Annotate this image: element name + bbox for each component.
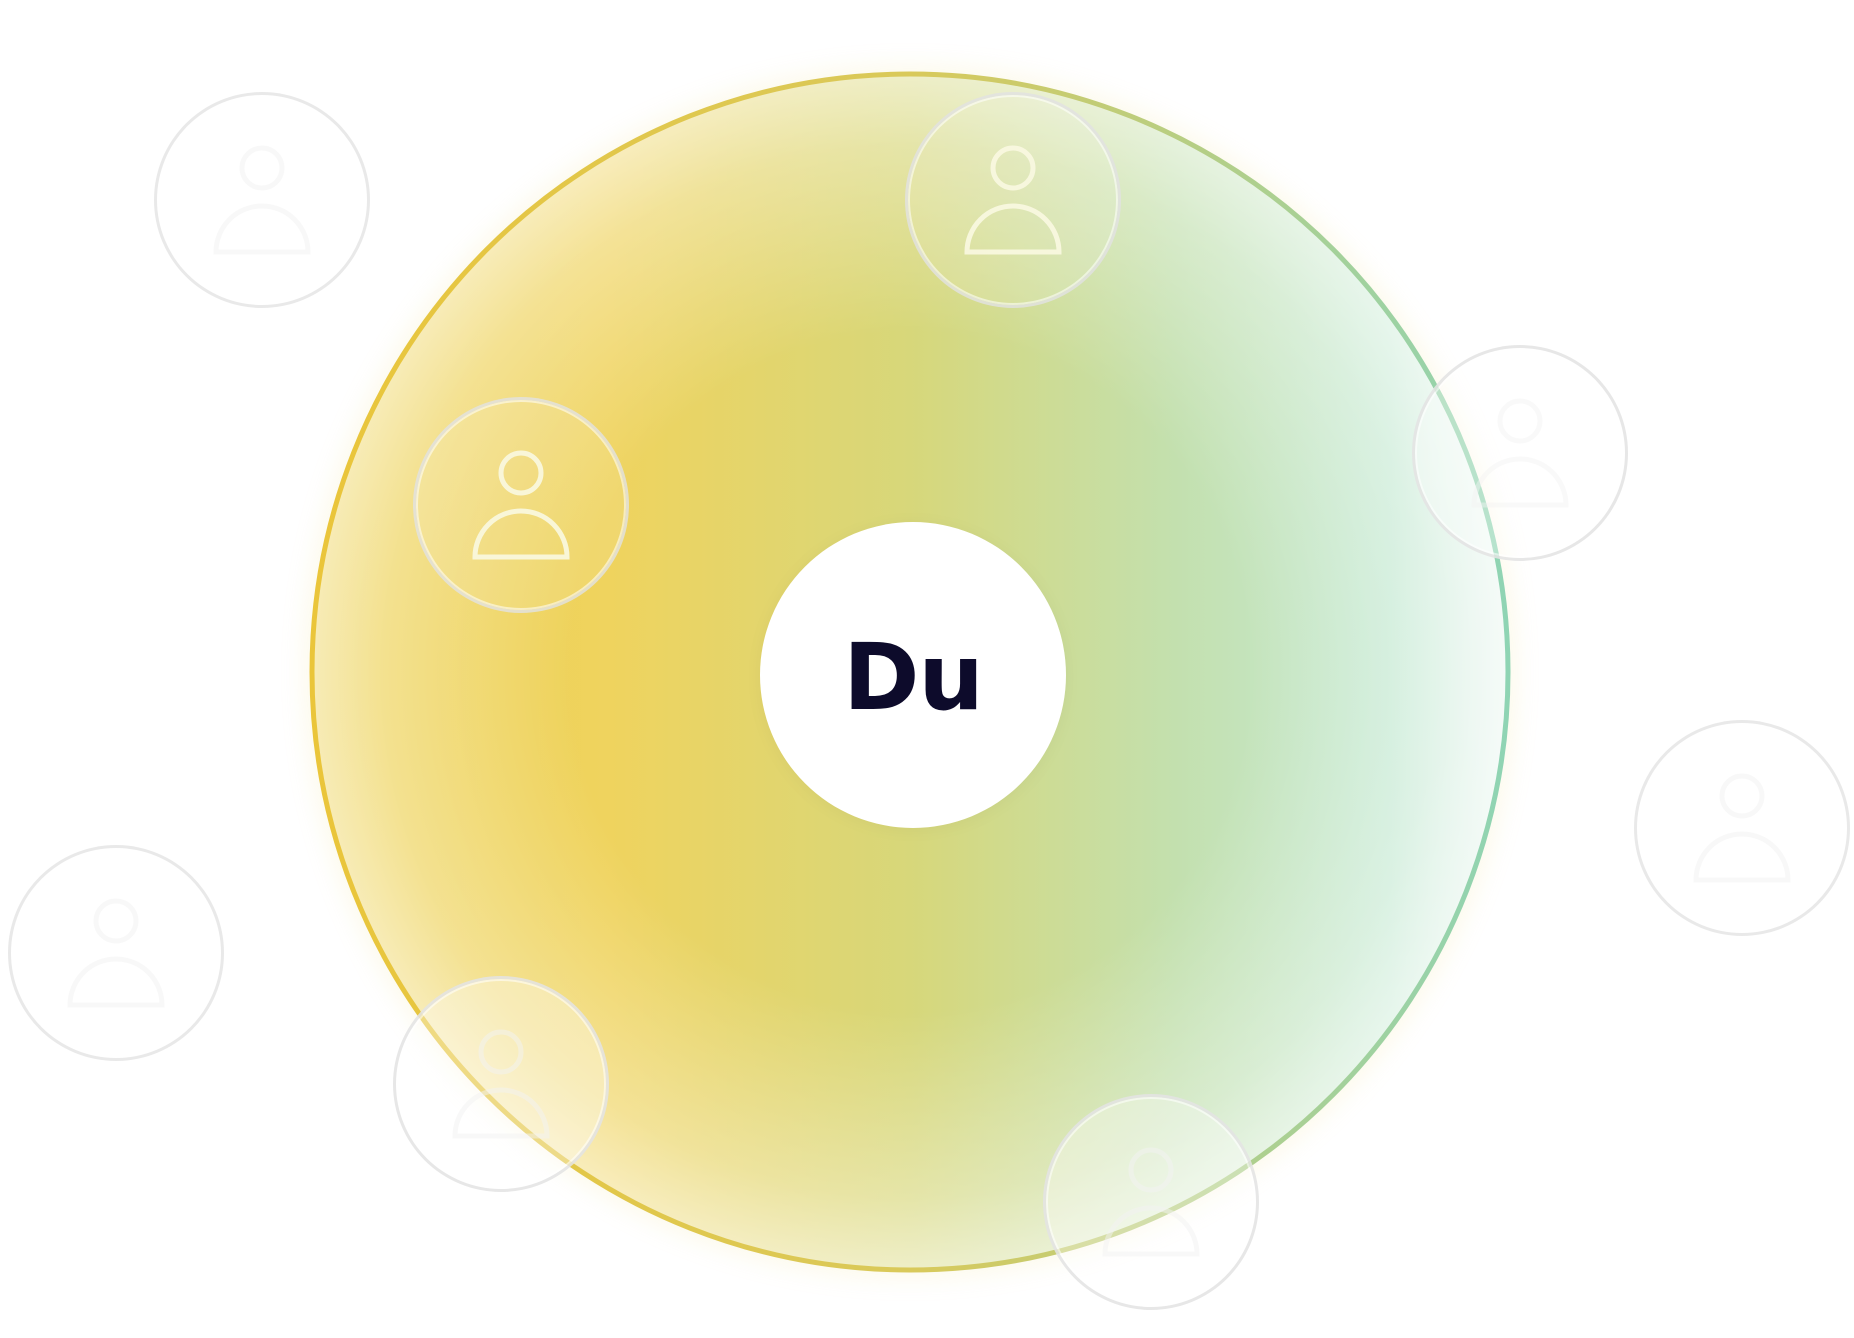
avatar[interactable] — [393, 976, 609, 1192]
person-icon — [1693, 773, 1791, 883]
person-icon — [67, 898, 165, 1008]
avatar[interactable] — [905, 92, 1121, 308]
avatar[interactable] — [154, 92, 370, 308]
avatar[interactable] — [413, 397, 629, 613]
center-badge-label: Du — [843, 624, 984, 731]
person-icon — [1102, 1147, 1200, 1257]
avatar[interactable] — [8, 845, 224, 1061]
person-icon — [1471, 398, 1569, 508]
center-badge: Du — [760, 522, 1066, 828]
avatar[interactable] — [1634, 720, 1850, 936]
person-icon — [964, 145, 1062, 255]
person-icon — [472, 450, 570, 560]
avatar[interactable] — [1412, 345, 1628, 561]
avatar[interactable] — [1043, 1094, 1259, 1310]
person-icon — [452, 1029, 550, 1139]
person-icon — [213, 145, 311, 255]
